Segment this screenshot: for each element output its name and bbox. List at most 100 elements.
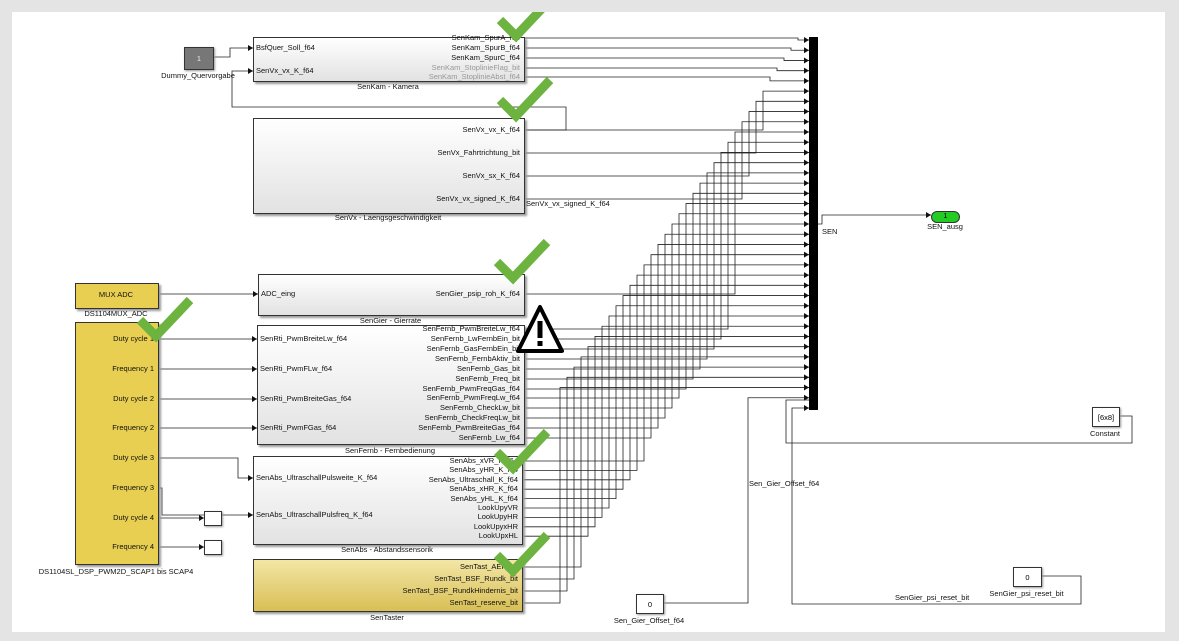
signal-line[interactable] xyxy=(521,305,809,499)
senvx-name: SenVx - Laengsgeschwindigkeit xyxy=(334,213,442,222)
output-port-label: SenFernb_FernbAktiv_bit xyxy=(434,354,520,363)
signal-line[interactable] xyxy=(523,141,809,330)
arrowhead xyxy=(804,88,809,95)
constant-constant-block[interactable]: [6x8] xyxy=(1092,407,1120,427)
terminator-block[interactable] xyxy=(204,540,222,555)
output-port-label: SenKam_StoplinieFlag_bit xyxy=(431,63,520,72)
arrowhead xyxy=(804,405,809,411)
signal-line[interactable] xyxy=(521,284,809,481)
signal-line[interactable] xyxy=(521,387,809,604)
sen-ausg-name: SEN_ausg xyxy=(927,222,963,231)
signal-line[interactable] xyxy=(523,121,809,200)
output-port-label: SenAbs_xVR_K_f64 xyxy=(449,456,518,465)
signal-line[interactable] xyxy=(212,47,253,58)
arrowhead xyxy=(804,190,809,197)
dummy-constant-block[interactable]: 1 xyxy=(184,47,214,70)
offset-line-label: Sen_Gier_Offset_f64 xyxy=(749,479,820,488)
signal-line[interactable] xyxy=(521,315,809,509)
signal-line[interactable] xyxy=(523,76,809,82)
senvx-subsystem[interactable] xyxy=(253,118,525,214)
output-port-label: SenFernb_Freq_bit xyxy=(455,374,520,383)
signal-line[interactable] xyxy=(523,152,809,340)
arrowhead xyxy=(248,512,253,518)
signal-line[interactable] xyxy=(231,70,567,131)
signal-line[interactable] xyxy=(157,457,253,479)
signal-line[interactable] xyxy=(523,111,809,177)
psireset-constant-block[interactable]: 0 xyxy=(1013,567,1042,587)
senabs-subsystem[interactable] xyxy=(253,456,523,545)
arrowhead xyxy=(804,261,809,268)
senkam-subsystem[interactable] xyxy=(253,37,525,82)
sen-ausg-outport[interactable]: 1 xyxy=(931,211,960,223)
arrowhead xyxy=(804,47,809,54)
signal-line[interactable] xyxy=(662,397,809,604)
input-port-label: ADC_eing xyxy=(261,289,296,298)
sen-mux-name: SEN xyxy=(822,227,838,236)
senfernb-subsystem[interactable] xyxy=(257,325,525,445)
arrowhead xyxy=(804,374,809,381)
signal-line[interactable] xyxy=(523,47,809,51)
sentaster-name: SenTaster xyxy=(370,613,404,622)
signal-line[interactable] xyxy=(523,37,809,41)
arrowhead xyxy=(804,169,809,176)
sentaster-subsystem[interactable] xyxy=(253,559,523,612)
signal-line[interactable] xyxy=(521,336,809,528)
sen-bus-mux[interactable] xyxy=(809,37,818,410)
pwm-port-label: Frequency 2 xyxy=(112,423,154,432)
signal-line[interactable] xyxy=(521,356,809,568)
signal-line[interactable] xyxy=(521,295,809,490)
sengier-subsystem[interactable] xyxy=(258,274,525,316)
signal-line[interactable] xyxy=(523,57,809,61)
signal-line[interactable] xyxy=(521,346,809,537)
signal-line[interactable] xyxy=(521,325,809,518)
signal-line[interactable] xyxy=(785,399,1133,444)
output-port-label: LookUpxHL xyxy=(478,531,518,541)
signal-line[interactable] xyxy=(521,366,809,580)
output-port-label: SenFernb_GasFernbEin_bit xyxy=(426,344,520,353)
signal-line[interactable] xyxy=(521,274,809,471)
output-port-label: SenAbs_xHR_K_f64 xyxy=(449,484,518,494)
signal-line[interactable] xyxy=(818,214,931,225)
output-port-label: SenVx_vx_K_f64 xyxy=(462,125,520,134)
sengier-name: SenGier - Gierrate xyxy=(359,316,422,325)
signal-wires xyxy=(157,37,1133,605)
output-port-label: SenGier_psip_roh_K_f64 xyxy=(435,289,520,298)
output-port-label: SenAbs_Ultraschall_K_f64 xyxy=(428,474,518,484)
signal-line[interactable] xyxy=(523,100,809,154)
output-port-label: LookUpyHR xyxy=(477,512,518,522)
signal-line[interactable] xyxy=(523,162,809,350)
output-port-label: SenAbs_yHL_K_f64 xyxy=(450,493,518,503)
signal-line[interactable] xyxy=(523,131,809,295)
input-port-label: SenRti_PwmBreiteLw_f64 xyxy=(260,334,348,343)
input-port-label: SenVx_vx_K_f64 xyxy=(256,66,314,75)
psireset-constant-name: SenGier_psi_reset_bit xyxy=(989,589,1064,598)
signal-line[interactable] xyxy=(521,376,809,592)
arrowhead xyxy=(804,159,809,166)
pwm-port-label: Frequency 1 xyxy=(112,364,154,373)
signal-line[interactable] xyxy=(521,264,809,462)
pwm-block-name: DS1104SL_DSP_PWM2D_SCAP1 bis SCAP4 xyxy=(38,567,194,576)
output-port-label: SenFernb_LwFernbEin_bit xyxy=(430,334,520,343)
signal-line[interactable] xyxy=(523,203,809,390)
signal-line[interactable] xyxy=(523,67,809,72)
arrowhead xyxy=(804,37,809,43)
output-port-label: SenTast_AEF_bit xyxy=(460,562,518,571)
dummy-constant-name: Dummy_Quervorgabe xyxy=(161,71,235,80)
signal-line[interactable] xyxy=(523,182,809,370)
arrowhead xyxy=(252,396,257,402)
output-port-label: SenKam_SpurA_f64 xyxy=(451,33,520,42)
constant-constant-name: Constant xyxy=(1089,429,1121,438)
signal-line[interactable] xyxy=(523,192,809,380)
signal-line[interactable] xyxy=(523,90,809,131)
terminator-block[interactable] xyxy=(204,511,222,526)
senvx-signed-line-label: SenVx_vx_signed_K_f64 xyxy=(526,199,610,208)
offset-constant-block[interactable]: 0 xyxy=(636,594,664,614)
arrowhead xyxy=(804,384,809,391)
signal-line[interactable] xyxy=(523,172,809,360)
arrowhead xyxy=(252,336,257,342)
signal-line[interactable] xyxy=(791,407,1082,605)
arrowhead xyxy=(804,139,809,146)
output-port-label: SenFernb_Lw_f64 xyxy=(458,433,520,442)
pwm-scap-block[interactable] xyxy=(75,322,159,565)
